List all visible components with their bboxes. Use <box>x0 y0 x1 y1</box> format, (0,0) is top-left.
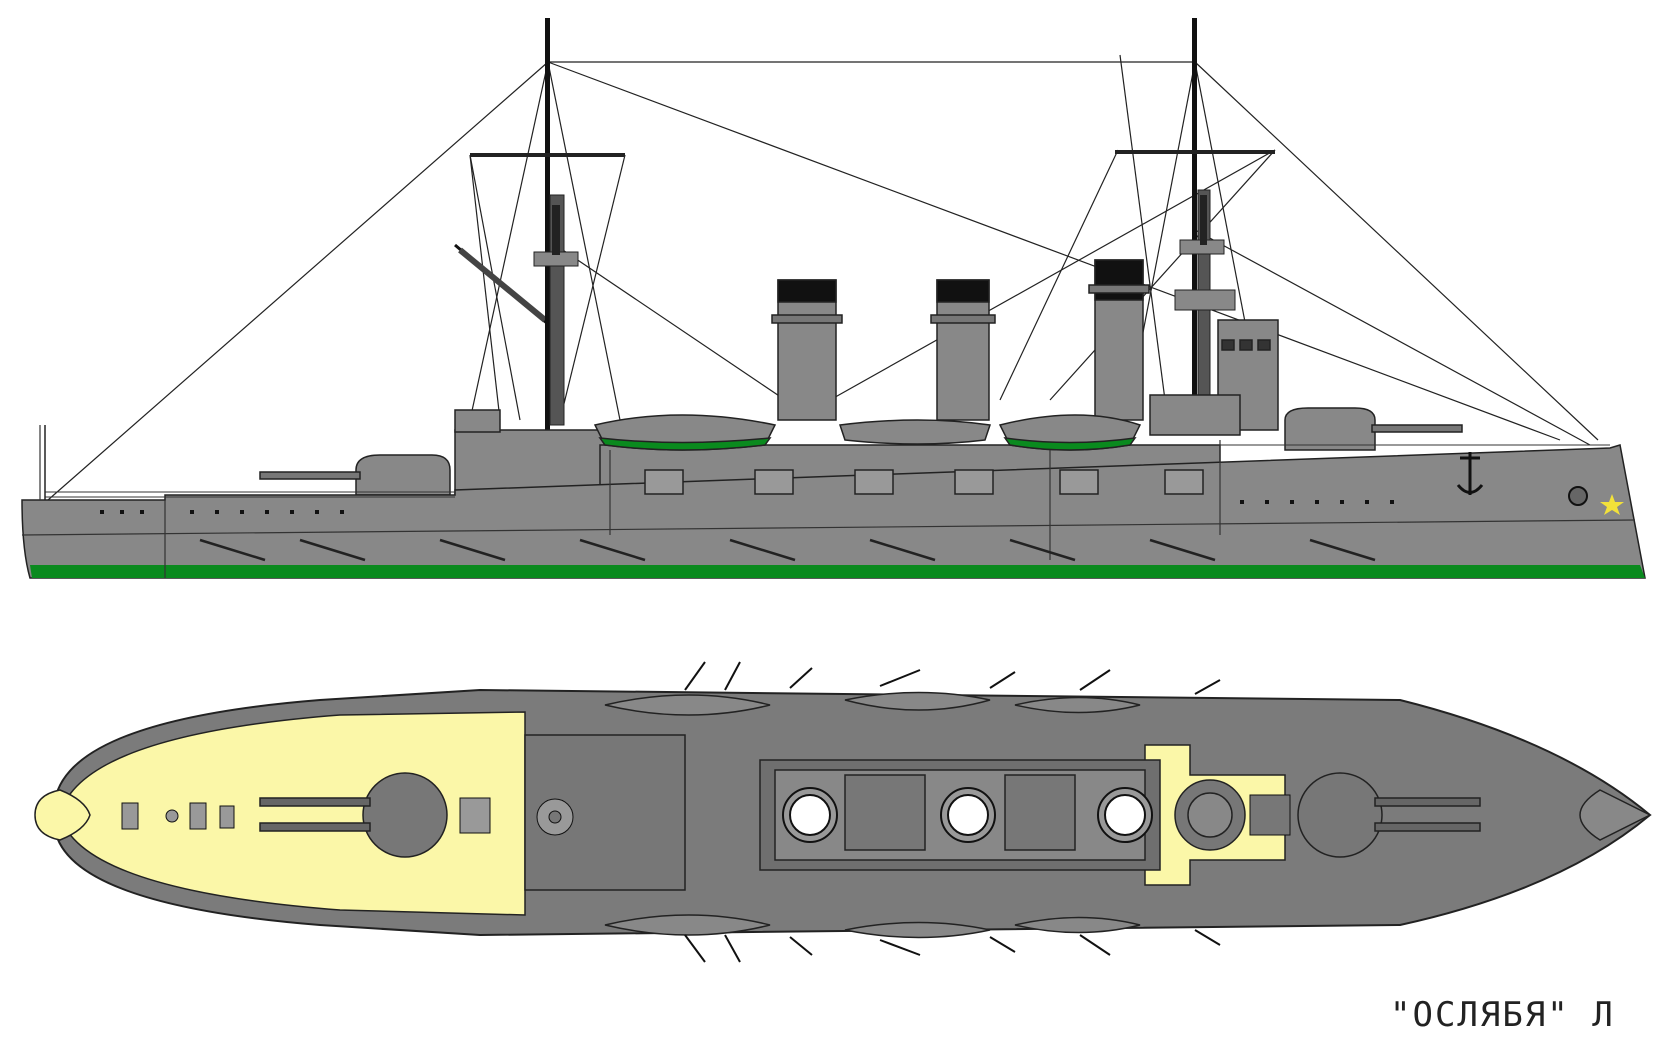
bow-ram <box>1579 789 1652 841</box>
plan-view <box>34 661 1652 963</box>
deck-railing <box>45 444 1610 498</box>
after-bridge <box>1149 319 1279 436</box>
mainmast <box>1115 18 1275 421</box>
ship-boats <box>593 414 1142 451</box>
main-turrets-plan <box>259 772 1481 858</box>
side-elevation <box>21 18 1646 579</box>
anchor <box>1456 452 1484 495</box>
bow-star-emblem <box>1600 494 1624 515</box>
hull-detail-lines <box>21 425 1636 578</box>
hull-side <box>21 444 1646 579</box>
main-turrets-side <box>259 407 1463 496</box>
boot-topping <box>30 565 1645 578</box>
foremast <box>470 18 625 438</box>
boat-derrick <box>454 243 556 332</box>
funnels-plan <box>782 787 1153 843</box>
hawse-pipe <box>1568 486 1588 506</box>
boats-plan <box>604 691 1141 939</box>
funnels <box>771 259 1150 421</box>
ship-name-caption: "ОСЛЯБЯ" Л <box>1390 995 1615 1035</box>
portholes <box>100 500 1394 514</box>
casemates <box>644 469 1204 495</box>
deck-fittings <box>121 794 1291 836</box>
casemate-guns-plan <box>684 661 1221 963</box>
stern-walk <box>34 789 91 841</box>
belt-plates <box>199 538 1376 562</box>
